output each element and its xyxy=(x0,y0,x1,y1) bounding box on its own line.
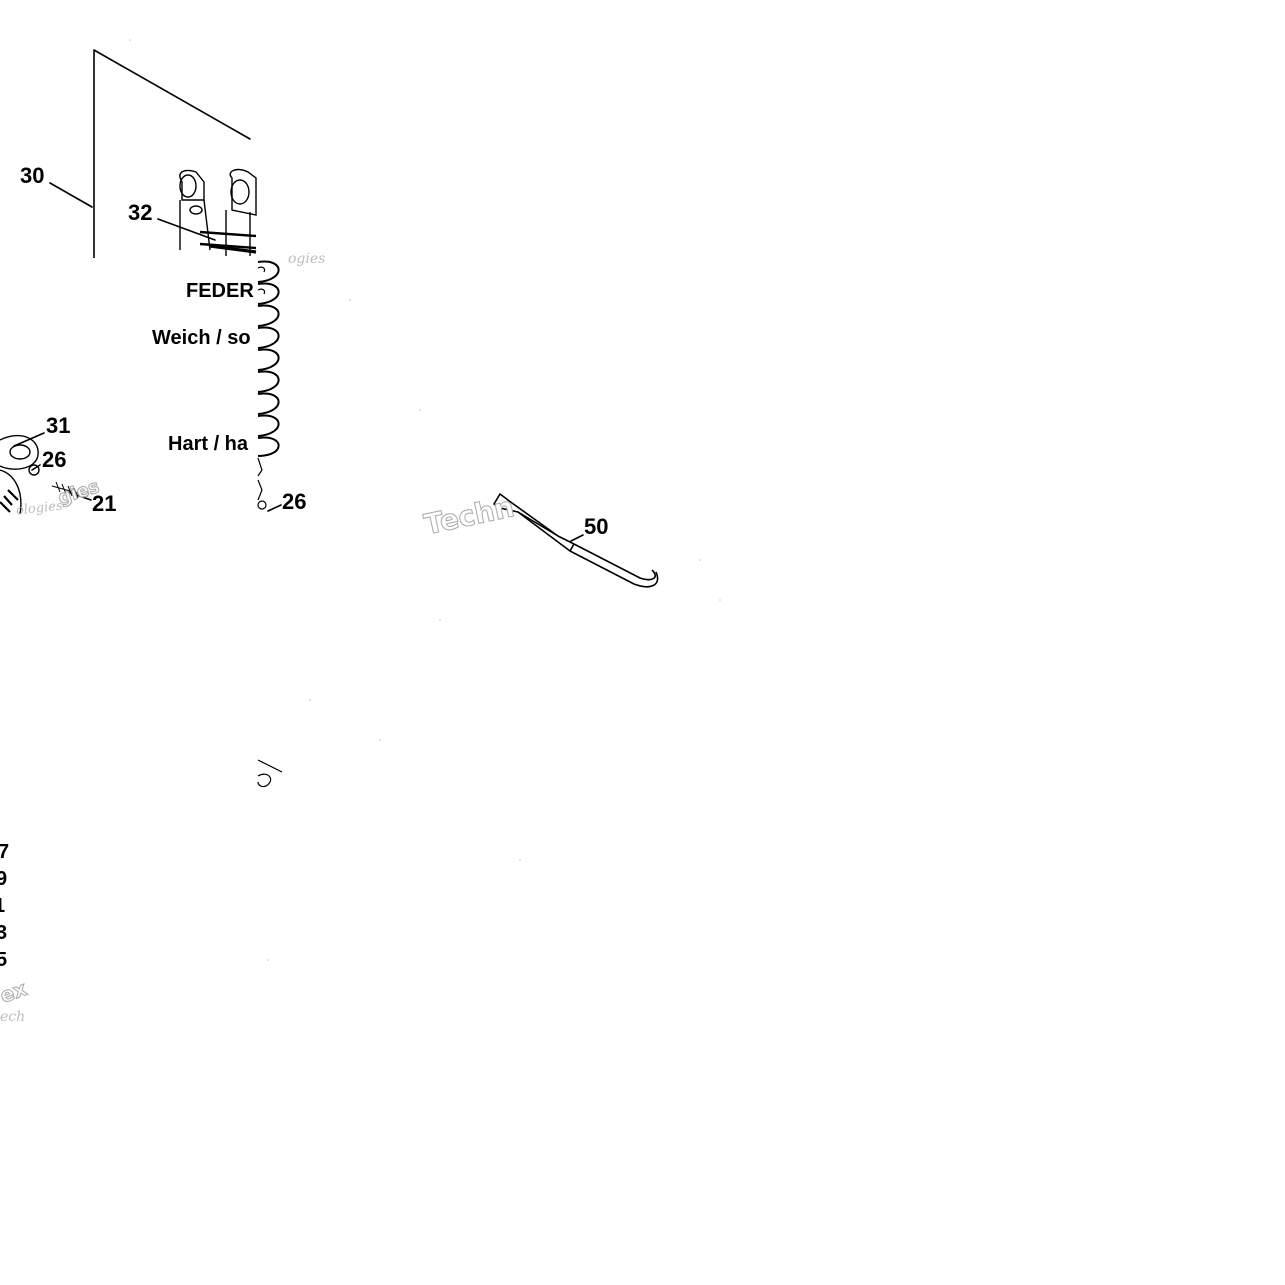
frame-outline-30 xyxy=(93,49,251,259)
eyelet-and-bolt xyxy=(0,435,89,515)
shock-absorber-top xyxy=(179,168,257,256)
leader-line-21 xyxy=(67,491,92,501)
callout-26-right: 26 xyxy=(282,489,307,514)
callout-50: 50 xyxy=(584,514,609,539)
leader-line-26b xyxy=(267,504,282,512)
callout-32: 32 xyxy=(128,200,153,225)
coil-spring xyxy=(257,260,280,510)
partial-number: 9 xyxy=(0,868,8,890)
leader-line-50 xyxy=(570,534,584,542)
leader-line-30 xyxy=(49,182,93,208)
crop-mask xyxy=(0,258,152,280)
leader-line-31 xyxy=(13,432,45,447)
partial-number: 7 xyxy=(0,841,10,863)
hook-wrench xyxy=(493,493,659,588)
leader-line-32 xyxy=(157,218,216,241)
callout-30: 30 xyxy=(20,163,45,188)
watermark-ogies: ogies xyxy=(288,251,326,267)
spring-table-heading: FEDER xyxy=(186,280,254,302)
callout-31: 31 xyxy=(46,413,71,438)
leader-line-26a xyxy=(31,464,41,471)
partial-number: 1 xyxy=(0,896,5,916)
partial-number: 3 xyxy=(0,922,8,944)
callout-21: 21 xyxy=(92,491,117,516)
callout-26-left: 26 xyxy=(42,447,67,472)
spring-hard-label: Hart / ha xyxy=(168,433,249,455)
scan-specks xyxy=(129,39,721,961)
lower-fragment xyxy=(257,759,283,788)
watermark-ech: ech xyxy=(0,1009,26,1025)
partial-number: 5 xyxy=(0,949,8,971)
spring-soft-label: Weich / so xyxy=(152,327,251,349)
